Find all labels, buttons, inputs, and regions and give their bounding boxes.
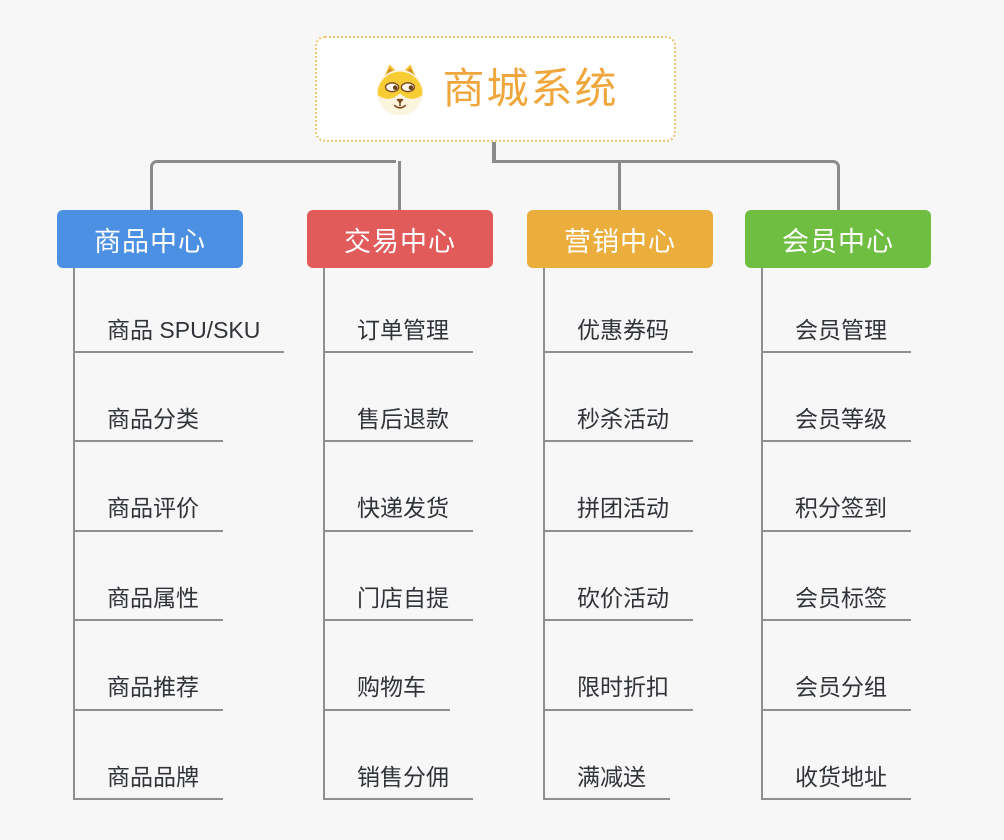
child-topic[interactable]: 满减送 [543,764,670,800]
connector-root-stem [492,142,496,163]
branch-children-trade: 订单管理 售后退款 快递发货 门店自提 购物车 销售分佣 [323,268,565,800]
child-topic[interactable]: 商品评价 [73,495,223,532]
connector-drop-marketing [618,161,621,210]
branch-node-member-center[interactable]: 会员中心 [745,210,931,268]
child-topic[interactable]: 限时折扣 [543,674,693,711]
child-row: 会员分组 [761,621,1003,711]
child-row: 门店自提 [323,532,565,622]
child-row: 满减送 [543,711,785,800]
child-row: 会员等级 [761,353,1003,443]
child-row: 优惠券码 [543,268,785,353]
branch-children-marketing: 优惠券码 秒杀活动 拼团活动 砍价活动 限时折扣 满减送 [543,268,785,800]
child-row: 会员标签 [761,532,1003,622]
child-row: 订单管理 [323,268,565,353]
child-row: 商品品牌 [73,711,315,800]
child-topic[interactable]: 购物车 [323,674,450,711]
child-topic[interactable]: 收货地址 [761,764,911,800]
child-row: 购物车 [323,621,565,711]
child-topic[interactable]: 拼团活动 [543,495,693,532]
child-row: 商品属性 [73,532,315,622]
child-row: 商品分类 [73,353,315,443]
child-topic[interactable]: 门店自提 [323,585,473,622]
child-topic[interactable]: 秒杀活动 [543,406,693,443]
child-topic[interactable]: 积分签到 [761,495,911,532]
child-row: 拼团活动 [543,442,785,532]
child-topic[interactable]: 销售分佣 [323,764,473,800]
child-row: 秒杀活动 [543,353,785,443]
child-topic[interactable]: 订单管理 [323,317,473,353]
child-topic[interactable]: 商品推荐 [73,674,223,711]
child-topic[interactable]: 售后退款 [323,406,473,443]
connector-drop-trade [398,161,401,210]
child-topic[interactable]: 砍价活动 [543,585,693,622]
child-row: 商品推荐 [73,621,315,711]
branch-children-product: 商品 SPU/SKU 商品分类 商品评价 商品属性 商品推荐 商品品牌 [73,268,315,800]
child-row: 积分签到 [761,442,1003,532]
child-row: 售后退款 [323,353,565,443]
child-topic[interactable]: 优惠券码 [543,317,693,353]
child-row: 收货地址 [761,711,1003,800]
branch-node-marketing-center[interactable]: 营销中心 [527,210,713,268]
child-topic[interactable]: 会员标签 [761,585,911,622]
child-topic[interactable]: 会员管理 [761,317,911,353]
child-row: 销售分佣 [323,711,565,800]
child-row: 商品评价 [73,442,315,532]
child-topic[interactable]: 商品分类 [73,406,223,443]
child-topic[interactable]: 快递发货 [323,495,473,532]
child-row: 快递发货 [323,442,565,532]
branch-children-member: 会员管理 会员等级 积分签到 会员标签 会员分组 收货地址 [761,268,1003,800]
child-topic[interactable]: 会员等级 [761,406,911,443]
child-topic[interactable]: 商品属性 [73,585,223,622]
connector-elbow-right [494,160,840,210]
child-topic[interactable]: 会员分组 [761,674,911,711]
child-row: 商品 SPU/SKU [73,268,315,353]
child-row: 会员管理 [761,268,1003,353]
shiba-dog-icon [372,61,428,117]
connector-elbow-left [150,160,396,210]
child-topic[interactable]: 商品品牌 [73,764,223,800]
root-node[interactable]: 商城系统 [315,36,676,142]
child-topic[interactable]: 商品 SPU/SKU [73,317,285,353]
branch-node-product-center[interactable]: 商品中心 [57,210,243,268]
root-title: 商城系统 [442,65,619,112]
child-row: 砍价活动 [543,532,785,622]
branch-node-trade-center[interactable]: 交易中心 [307,210,493,268]
child-row: 限时折扣 [543,621,785,711]
